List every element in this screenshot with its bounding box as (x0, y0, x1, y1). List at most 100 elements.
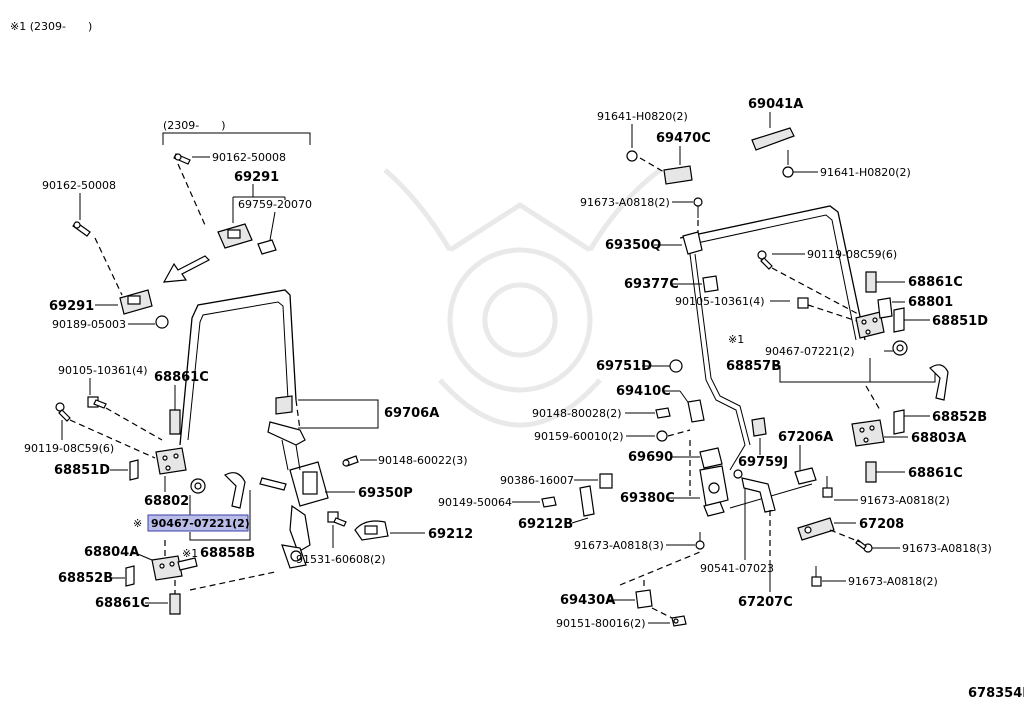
hinge-68803A (851, 419, 885, 447)
link-67208 (797, 517, 835, 541)
label-68851D-right[interactable]: 68851D (932, 314, 988, 329)
regulator-69350P (259, 421, 329, 569)
label-69350Q[interactable]: 69350Q (605, 238, 661, 253)
label-68858B[interactable]: 68858B (200, 546, 255, 561)
label-69470C[interactable]: 69470C (656, 131, 711, 146)
screw-90162-top (173, 153, 191, 165)
handle-bracket-69291-lower (119, 289, 153, 315)
link-69410C (687, 399, 705, 423)
label-67206A[interactable]: 67206A (778, 430, 833, 445)
label-68857B[interactable]: 68857B (726, 359, 781, 374)
label-69212[interactable]: 69212 (428, 527, 473, 542)
label-90151-80016[interactable]: 90151-80016(2) (556, 617, 646, 630)
nut-90467-right (892, 340, 908, 356)
label-90105-10361-left[interactable]: 90105-10361(4) (58, 364, 148, 377)
label-90386-16007[interactable]: 90386-16007 (500, 474, 574, 487)
label-90467-07221-highlight[interactable]: 90467-07221(2) (151, 517, 250, 530)
label-90148-60022[interactable]: 90148-60022(3) (378, 454, 468, 467)
label-90159-60010[interactable]: 90159-60010(2) (534, 430, 624, 443)
channel-69706A (275, 395, 293, 415)
screw-90148-60022 (342, 455, 359, 467)
label-69377C[interactable]: 69377C (624, 277, 679, 292)
hinge-cover-68861C-r2 (865, 461, 877, 483)
bolt-91673-e (811, 566, 822, 587)
hinge-68804A (151, 555, 198, 581)
label-69350P[interactable]: 69350P (358, 486, 413, 501)
label-68861C-r1[interactable]: 68861C (908, 275, 963, 290)
label-90148-80028[interactable]: 90148-80028(2) (532, 407, 622, 420)
label-69380C[interactable]: 69380C (620, 491, 675, 506)
label-90189-05003[interactable]: 90189-05003 (52, 318, 126, 331)
screw-91641-b (782, 166, 794, 178)
highlight-box (147, 514, 249, 532)
label-69291-b[interactable]: 69291 (49, 299, 94, 314)
label-69212B[interactable]: 69212B (518, 517, 573, 532)
pad-68852B-right (893, 409, 905, 435)
label-69759J[interactable]: 69759J (738, 455, 788, 470)
handle-69212B (579, 485, 595, 517)
label-90162-50008-a[interactable]: 90162-50008 (212, 151, 286, 164)
label-69430A[interactable]: 69430A (560, 593, 615, 608)
label-90162-50008-b[interactable]: 90162-50008 (42, 179, 116, 192)
clip-69377C (702, 275, 719, 293)
screw-90151 (671, 615, 687, 627)
hinge-cover-68861C-l2 (169, 593, 181, 615)
label-91641-H0820-b[interactable]: 91641-H0820(2) (820, 166, 911, 179)
label-68861C-l2[interactable]: 68861C (95, 596, 150, 611)
label-90119-08C59-left[interactable]: 90119-08C59(6) (24, 442, 114, 455)
label-68803A[interactable]: 68803A (911, 431, 966, 446)
pad-68858B (224, 472, 246, 509)
label-90105-10361-right[interactable]: 90105-10361(4) (675, 295, 765, 308)
label-91673-A0818-b[interactable]: 91673-A0818(2) (860, 494, 950, 507)
header-note: ※1 (2309- ) (10, 20, 92, 33)
label-68861C-l1[interactable]: 68861C (154, 370, 209, 385)
screw-90149 (541, 496, 557, 508)
label-90149-50064[interactable]: 90149-50064 (438, 496, 512, 509)
label-68851D-left[interactable]: 68851D (54, 463, 110, 478)
label-90467-07221-right[interactable]: 90467-07221(2) (765, 345, 855, 358)
mount-69470C (663, 165, 693, 185)
label-68804A[interactable]: 68804A (84, 545, 139, 560)
label-69690[interactable]: 69690 (628, 450, 673, 465)
watermark-emblem (383, 168, 662, 428)
label-69751D[interactable]: 69751D (596, 359, 652, 374)
label-90541-07023[interactable]: 90541-07023 (700, 562, 774, 575)
pad-68857B (929, 364, 949, 401)
label-68801[interactable]: 68801 (908, 295, 953, 310)
direction-arrow (162, 255, 211, 283)
label-68852B-right[interactable]: 68852B (932, 410, 987, 425)
label-90119-08C59-right[interactable]: 90119-08C59(6) (807, 248, 897, 261)
label-91673-A0818-c[interactable]: 91673-A0818(3) (574, 539, 664, 552)
door-glass-right (679, 205, 866, 341)
label-68852B-left[interactable]: 68852B (58, 571, 113, 586)
hinge-cover-68861C-r1 (865, 271, 877, 293)
label-69706A[interactable]: 69706A (384, 406, 439, 421)
bolt-90105-right (797, 297, 809, 309)
label-68802[interactable]: 68802 (144, 494, 189, 509)
label-91531-60608[interactable]: 91531-60608(2) (296, 553, 386, 566)
clip-69430A (635, 589, 653, 609)
asterisk-right: ※1 (728, 333, 744, 346)
label-68861C-r2[interactable]: 68861C (908, 466, 963, 481)
bolt-90105-left (87, 396, 107, 409)
pad-68851D-right (893, 307, 905, 333)
pad-68851D-left (129, 459, 139, 481)
label-69041A[interactable]: 69041A (748, 97, 803, 112)
lock-69380C (699, 465, 729, 517)
label-69291-a[interactable]: 69291 (234, 170, 279, 185)
label-91673-A0818-d[interactable]: 91673-A0818(3) (902, 542, 992, 555)
label-91673-A0818-e[interactable]: 91673-A0818(2) (848, 575, 938, 588)
door-glass-left (179, 289, 301, 446)
label-67208[interactable]: 67208 (859, 517, 904, 532)
label-91641-H0820-a[interactable]: 91641-H0820(2) (597, 110, 688, 123)
hinge-68801 (855, 297, 893, 339)
label-91673-A0818-a[interactable]: 91673-A0818(2) (580, 196, 670, 209)
label-69410C[interactable]: 69410C (616, 384, 671, 399)
label-69759-20070[interactable]: 69759-20070 (238, 198, 312, 211)
nut-90467-left (190, 478, 206, 494)
diagram-id: 678354D (968, 686, 1024, 701)
clip-69759J (751, 417, 767, 437)
screw-91641-a (626, 150, 638, 162)
bolt-90119-left (55, 402, 71, 422)
label-67207C[interactable]: 67207C (738, 595, 793, 610)
